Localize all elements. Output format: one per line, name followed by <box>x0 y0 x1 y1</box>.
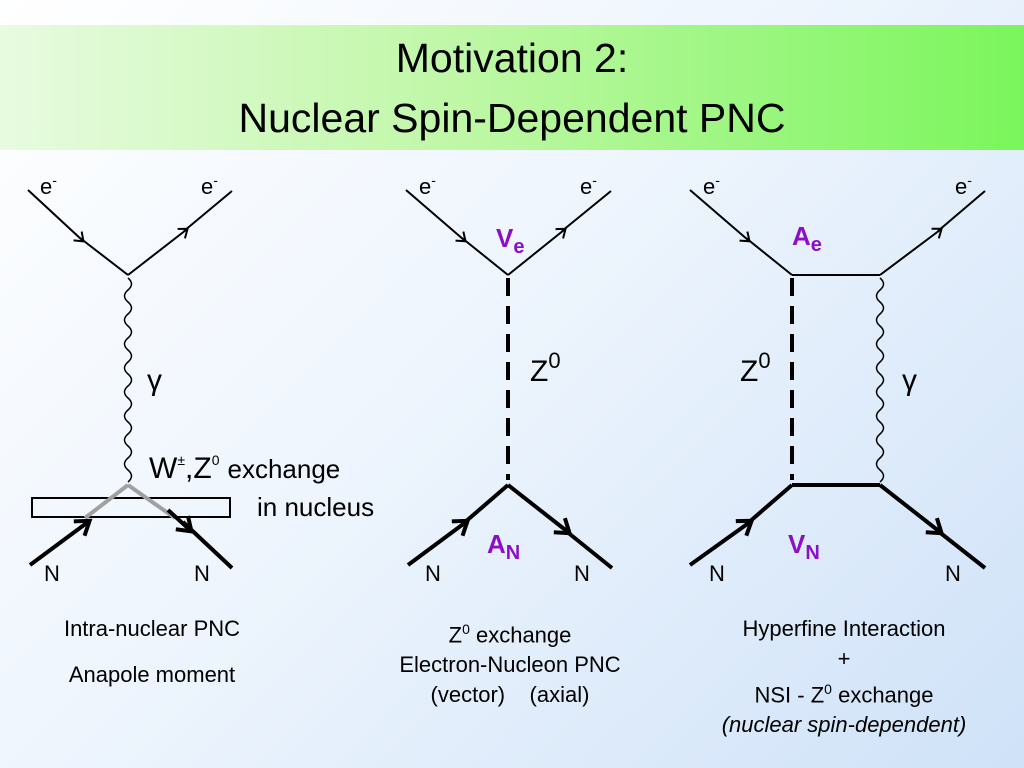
caption-line: NSI - Z0 exchange <box>754 681 934 708</box>
electron-out-line <box>937 190 986 232</box>
nucleus-internal-left <box>83 483 130 520</box>
slide-title-line-1: Motivation 2: <box>395 35 629 81</box>
electron-out-arrow <box>127 227 189 276</box>
electron-out-line <box>561 190 612 232</box>
caption-hyperfine: Hyperfine Interaction + NSI - Z0 exchang… <box>690 614 998 740</box>
nucleon-out-arrow <box>166 508 190 530</box>
caption-line: (nuclear spin-dependent) <box>721 712 967 738</box>
caption-line: Anapole moment <box>68 662 236 687</box>
z-boson-label: Z0 <box>740 348 771 388</box>
z-boson-label: Z0 <box>530 348 561 388</box>
electron-in-arrow <box>689 189 751 243</box>
nucleon-out-arrow <box>878 483 940 532</box>
caption-line: Intra-nuclear PNC <box>63 616 241 641</box>
axial-coupling-label: Ae <box>792 221 822 256</box>
electron-out-label: e- <box>201 172 218 199</box>
nucleus-box <box>31 497 231 518</box>
caption-line: Hyperfine Interaction <box>742 616 946 641</box>
nucleon-in-label: N <box>44 561 60 586</box>
electron-in-line <box>79 237 129 276</box>
nucleon-out-line <box>936 529 987 570</box>
nucleon-in-arrow <box>688 522 750 567</box>
photon-propagator <box>875 277 885 483</box>
caption-line: Z0 exchange <box>448 621 572 648</box>
vector-coupling-label: Ve <box>496 223 524 258</box>
nucleon-in-label: N <box>425 561 441 586</box>
axial-coupling-label: AN <box>487 529 520 564</box>
photon-propagator <box>123 277 133 483</box>
electron-in-label: e- <box>703 172 720 199</box>
caption-line: Electron-Nucleon PNC <box>399 652 621 678</box>
caption-z-exchange: Z0 exchange Electron-Nucleon PNC (vector… <box>360 614 660 710</box>
electron-in-arrow <box>27 189 85 243</box>
electron-out-line <box>183 190 233 232</box>
nucleon-out-arrow <box>506 483 568 532</box>
diagram-hyperfine: e- e- Ae Z0 γ VN N N <box>688 172 987 586</box>
photon-label: γ <box>902 364 917 397</box>
electron-in-label: e- <box>419 172 436 199</box>
slide-title-line-2: Nuclear Spin-Dependent PNC <box>238 95 786 141</box>
nucleon-in-label: N <box>709 561 725 586</box>
electron-in-arrow <box>405 189 467 243</box>
electron-in-line <box>461 237 509 276</box>
caption-anapole: Intra-nuclear PNC Anapole moment <box>30 614 274 690</box>
electron-out-label: e- <box>955 172 972 199</box>
caption-line: + <box>837 646 851 671</box>
nucleon-in-arrow <box>406 522 466 567</box>
electron-in-line <box>745 237 793 276</box>
electron-out-arrow <box>507 227 567 276</box>
vector-coupling-label: VN <box>788 529 820 564</box>
nucleon-in-line <box>462 483 510 525</box>
title-banner <box>0 25 1024 150</box>
nucleon-out-line <box>564 529 614 570</box>
in-nucleus-label: in nucleus <box>257 492 374 522</box>
nucleon-in-line <box>746 483 794 525</box>
electron-out-arrow <box>879 227 943 276</box>
nucleon-out-label: N <box>945 561 961 586</box>
caption-line: (vector) (axial) <box>430 682 590 708</box>
electron-out-label: e- <box>580 172 597 199</box>
nucleon-out-label: N <box>574 561 590 586</box>
electron-in-label: e- <box>40 172 57 199</box>
diagram-z-exchange: e- e- Ve Z0 AN N N <box>405 172 614 586</box>
nucleon-in-arrow <box>28 522 88 567</box>
photon-label: γ <box>147 364 162 397</box>
nucleus-internal-right <box>126 483 177 520</box>
nucleon-out-label: N <box>194 561 210 586</box>
